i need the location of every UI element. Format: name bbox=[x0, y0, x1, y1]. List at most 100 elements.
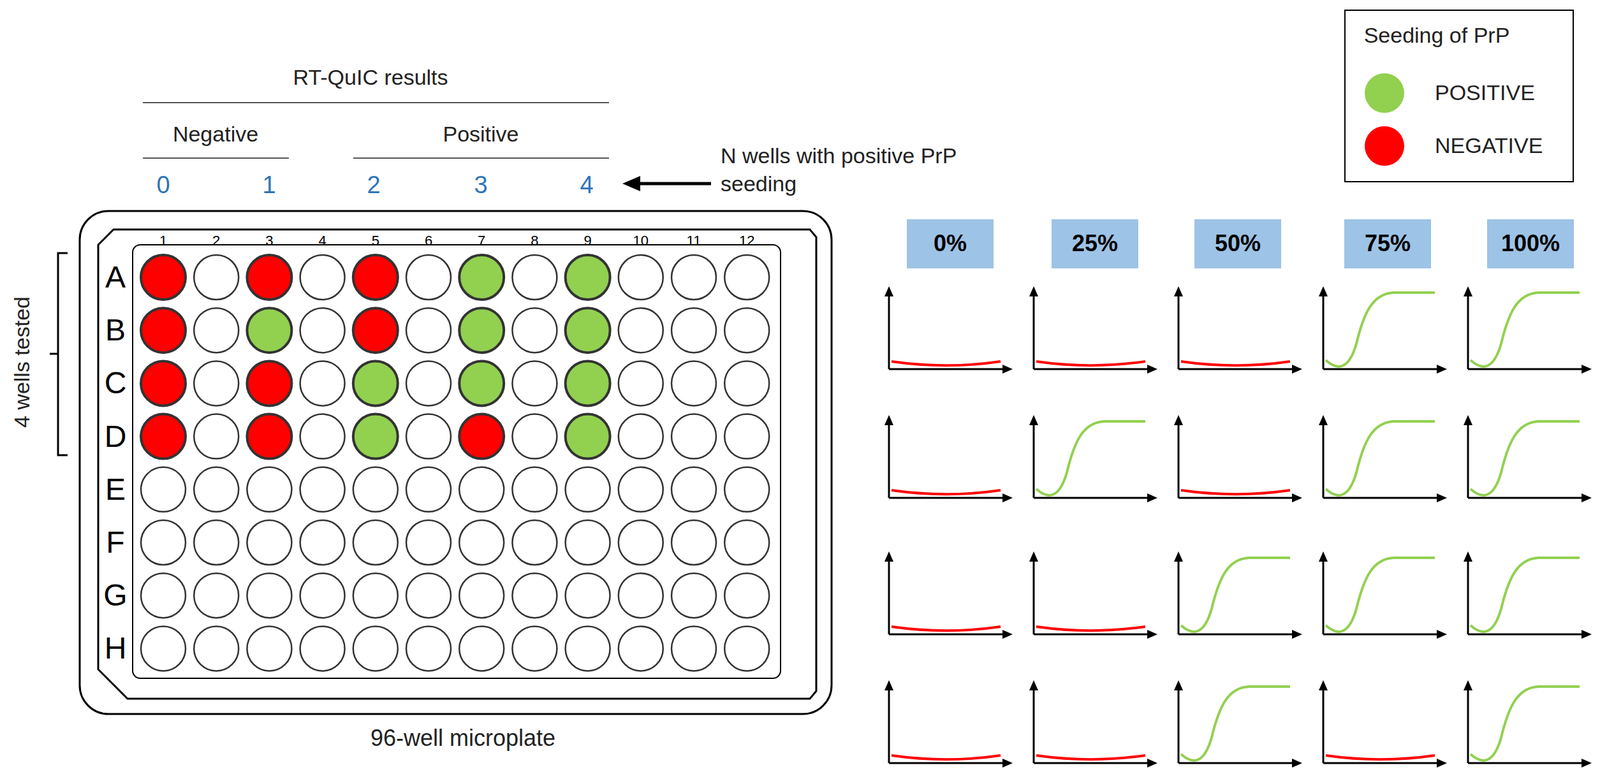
axis-head bbox=[1291, 630, 1303, 639]
well bbox=[565, 255, 611, 300]
axis-head bbox=[1581, 493, 1592, 503]
grid-index: F bbox=[105, 524, 125, 560]
well bbox=[140, 360, 186, 406]
well bbox=[246, 467, 292, 513]
well bbox=[618, 360, 664, 406]
well bbox=[671, 626, 717, 671]
well bbox=[724, 573, 770, 618]
signal-curve bbox=[1181, 557, 1291, 632]
well bbox=[565, 308, 611, 353]
axis-head bbox=[1463, 551, 1473, 562]
well bbox=[459, 467, 504, 513]
well bbox=[300, 520, 345, 566]
chart-axis bbox=[1033, 559, 1150, 635]
grid-index: 8 bbox=[530, 232, 539, 249]
axis-head bbox=[1147, 364, 1158, 374]
count-number: 3 bbox=[473, 171, 488, 200]
signal-curve bbox=[1325, 557, 1435, 632]
well bbox=[246, 573, 292, 618]
well bbox=[353, 360, 398, 406]
axis-head bbox=[1029, 415, 1039, 426]
grid-index: 1 bbox=[159, 232, 168, 249]
well bbox=[300, 360, 345, 406]
well bbox=[618, 308, 664, 353]
axis-head bbox=[1318, 551, 1328, 562]
well bbox=[459, 360, 504, 406]
axis-head bbox=[1174, 680, 1183, 691]
grid-index: C bbox=[104, 366, 127, 402]
grid-index: B bbox=[105, 313, 126, 349]
count-number: 4 bbox=[579, 171, 594, 200]
chart-axis bbox=[1178, 688, 1295, 764]
legend-text: POSITIVE bbox=[1434, 80, 1535, 106]
charts bbox=[884, 286, 1592, 768]
pointer-arrow bbox=[622, 176, 712, 192]
signal-curve bbox=[1325, 755, 1435, 760]
well bbox=[671, 308, 717, 353]
well bbox=[353, 414, 398, 460]
axis-head bbox=[1147, 630, 1158, 639]
grid-index: 4 bbox=[318, 232, 326, 249]
percent-text: 75% bbox=[1364, 230, 1411, 257]
percent-box: 75% bbox=[1344, 219, 1432, 269]
percent-text: 0% bbox=[933, 230, 967, 257]
axis-head bbox=[1463, 415, 1473, 426]
well bbox=[512, 573, 557, 618]
well bbox=[459, 308, 504, 353]
well bbox=[406, 520, 451, 566]
grid-index: 5 bbox=[371, 232, 380, 249]
well bbox=[406, 467, 451, 513]
percent-box: 25% bbox=[1051, 219, 1139, 269]
axis-head bbox=[884, 415, 894, 426]
well bbox=[565, 414, 611, 460]
grid-index: 11 bbox=[686, 232, 702, 249]
well bbox=[459, 573, 504, 618]
well bbox=[193, 308, 239, 353]
axis-head bbox=[1002, 493, 1013, 503]
axis-head bbox=[1174, 551, 1183, 562]
axis-head bbox=[1291, 364, 1303, 374]
wells bbox=[140, 255, 770, 671]
grid-index: D bbox=[104, 418, 127, 455]
signal-curve bbox=[1036, 361, 1146, 366]
text-label: N wells with positive PrP seeding bbox=[720, 141, 976, 198]
chart-axis bbox=[1467, 559, 1585, 635]
well bbox=[459, 626, 504, 671]
grid-index: 3 bbox=[265, 232, 273, 249]
signal-curve bbox=[1325, 292, 1435, 367]
well bbox=[246, 360, 292, 406]
text-label: Negative bbox=[172, 121, 259, 147]
axis-head bbox=[1174, 286, 1183, 297]
chart-axis bbox=[1178, 559, 1295, 635]
axis-head bbox=[1291, 493, 1303, 503]
well bbox=[246, 255, 292, 300]
well bbox=[193, 573, 239, 618]
well bbox=[512, 626, 557, 671]
well bbox=[406, 360, 451, 406]
chart-axis bbox=[888, 688, 1006, 764]
signal-curve bbox=[1036, 626, 1146, 631]
well bbox=[246, 308, 292, 353]
chart-axis bbox=[1178, 422, 1295, 499]
chart-axis bbox=[1033, 688, 1150, 764]
signal-curve bbox=[1470, 557, 1580, 632]
grid-index: A bbox=[105, 259, 126, 295]
well bbox=[406, 255, 451, 300]
percent-text: 25% bbox=[1071, 230, 1118, 257]
axis-head bbox=[1318, 680, 1328, 691]
legend-text: NEGATIVE bbox=[1434, 133, 1543, 159]
well bbox=[140, 308, 186, 353]
grid-index: 7 bbox=[477, 232, 486, 249]
well bbox=[512, 467, 557, 513]
text-label: Seeding of PrP bbox=[1364, 22, 1511, 48]
well bbox=[724, 626, 770, 671]
grid-index: 2 bbox=[212, 232, 221, 249]
well bbox=[193, 360, 239, 406]
count-number: 0 bbox=[156, 171, 170, 200]
well bbox=[140, 573, 186, 618]
axis-head bbox=[1002, 364, 1013, 374]
chart-axis bbox=[1323, 293, 1440, 370]
signal-curve bbox=[1181, 686, 1291, 761]
well bbox=[406, 573, 451, 618]
axis-head bbox=[1581, 630, 1592, 639]
